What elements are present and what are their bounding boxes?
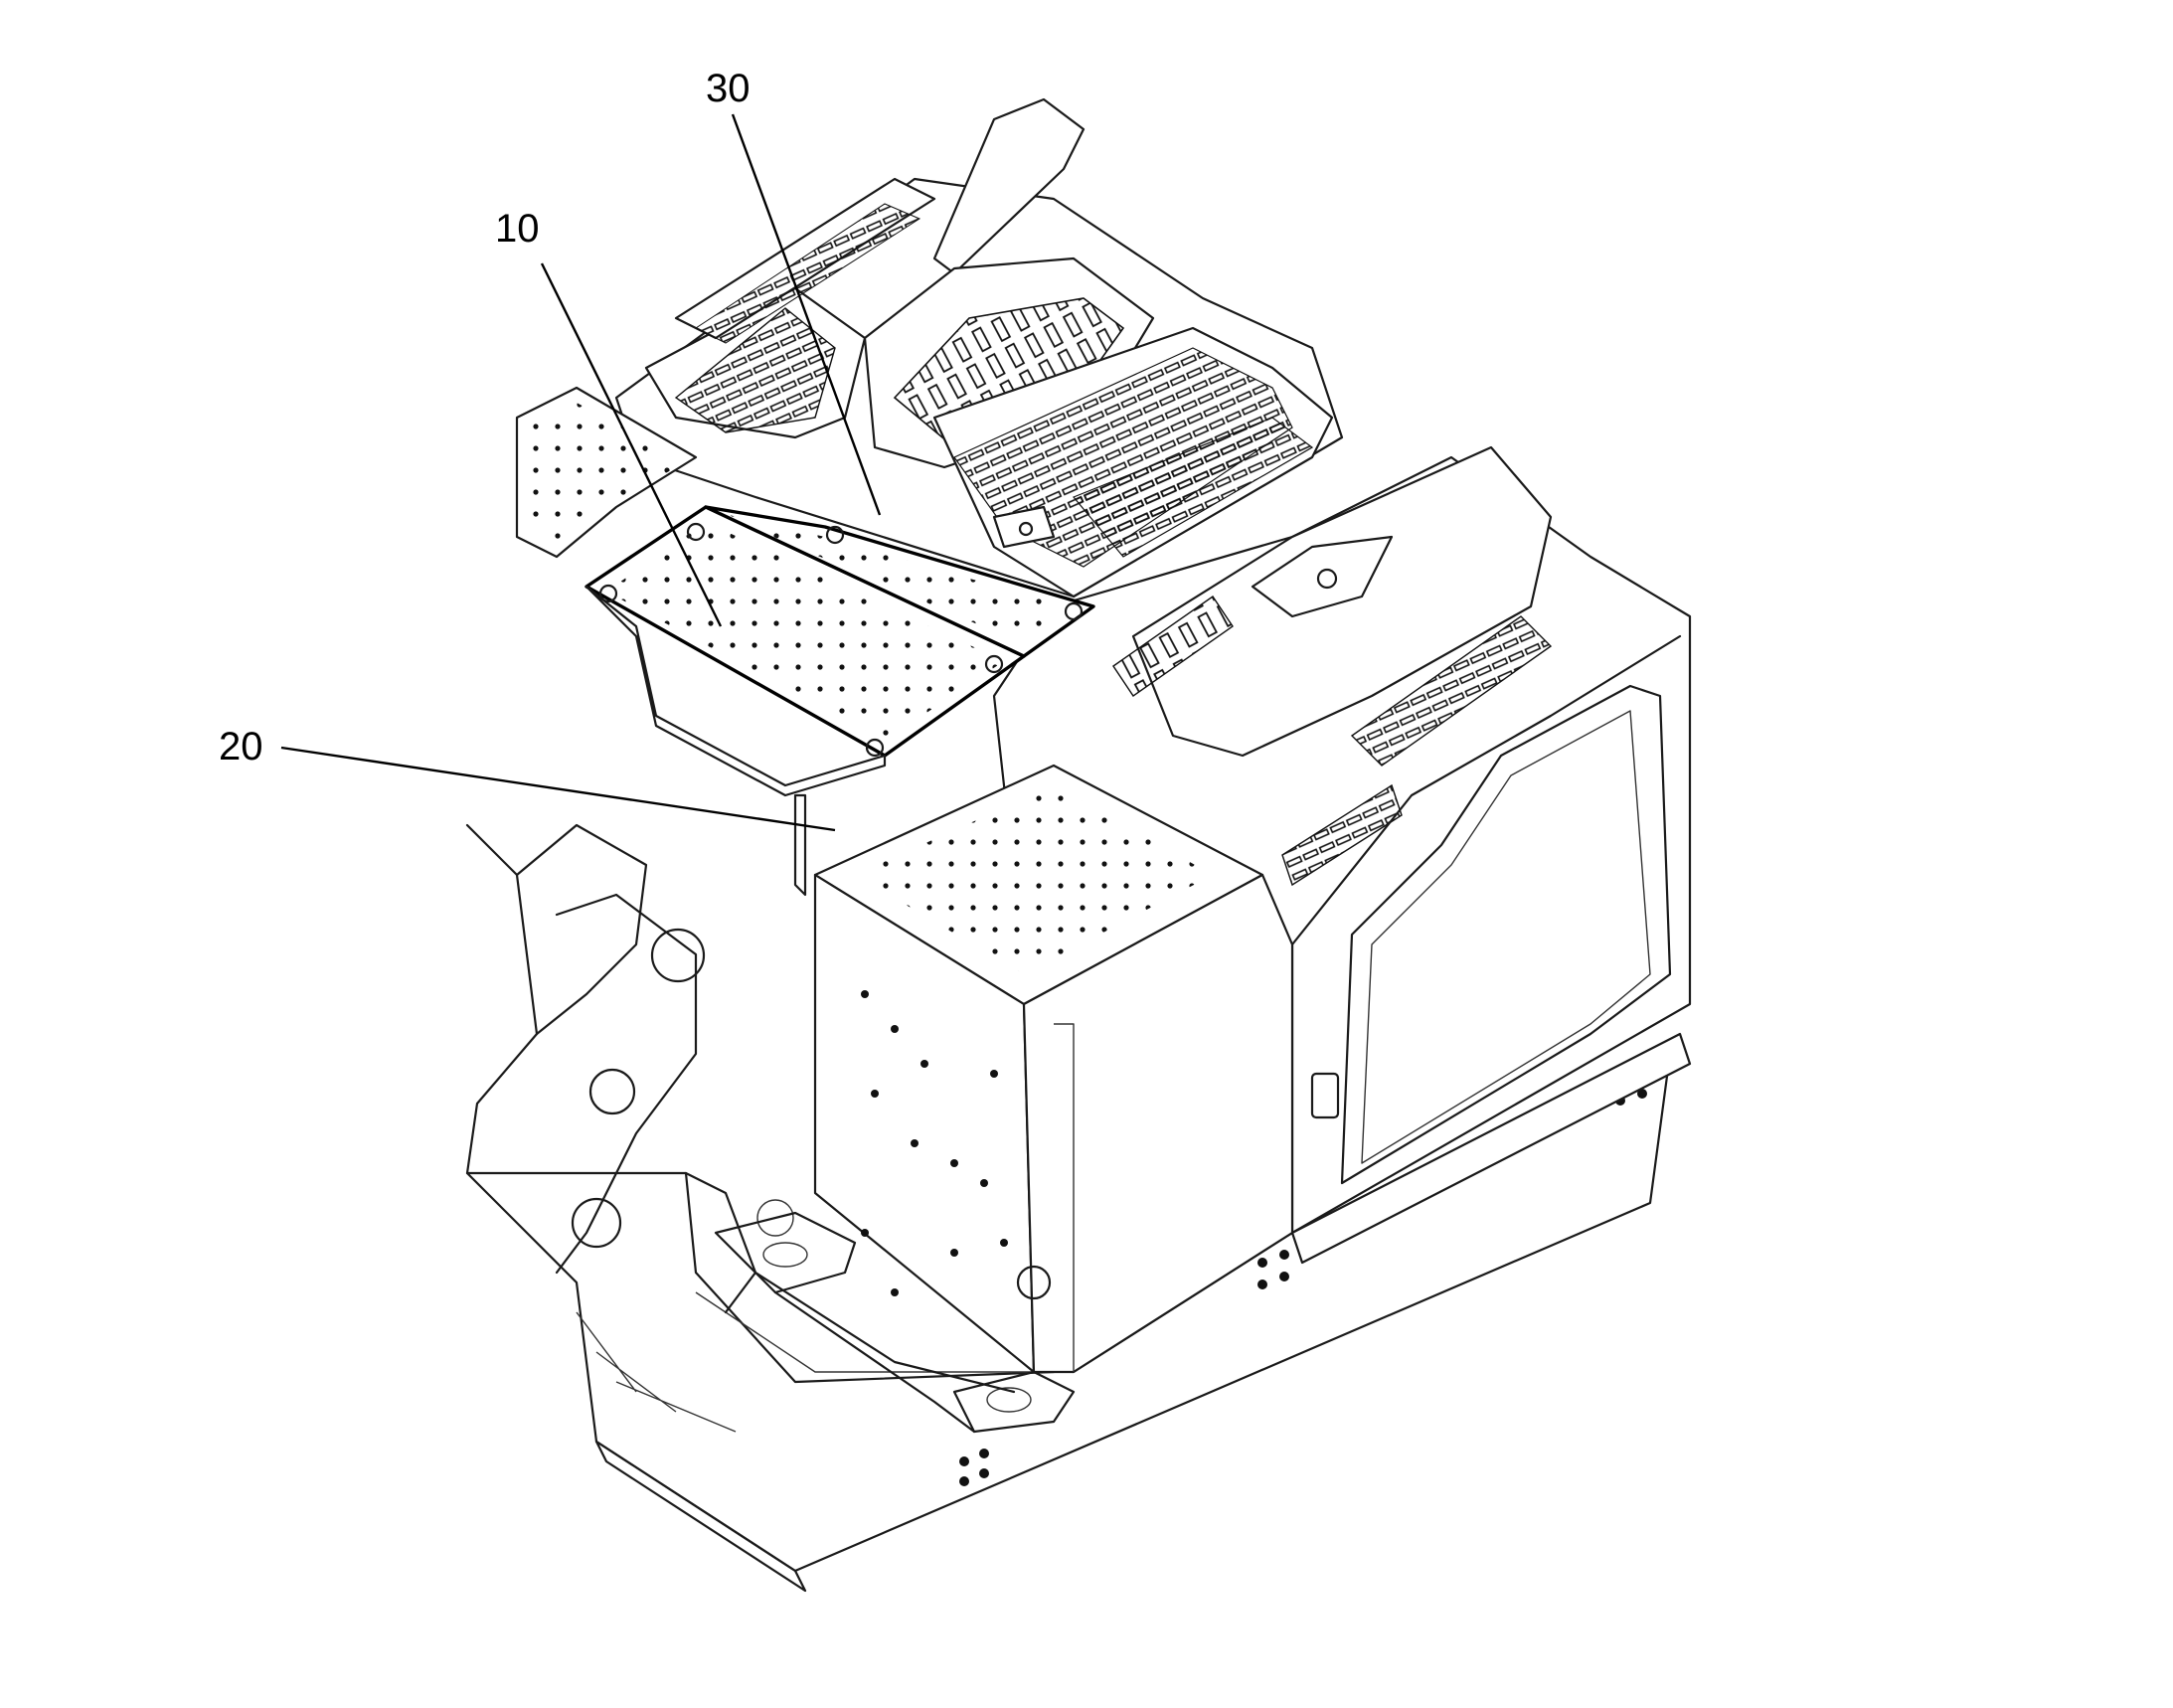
walkway-plates (515, 386, 1095, 897)
battery-box-front-holes (861, 990, 1008, 1296)
callout-10-label: 10 (495, 207, 540, 251)
callout-20: 20 (219, 725, 836, 832)
callout-10: 10 (495, 207, 723, 627)
callouts: 10 20 30 (219, 67, 882, 832)
callout-20-label: 20 (219, 725, 263, 769)
callout-30-leader (731, 113, 882, 516)
callout-10-leader (540, 262, 723, 627)
base-frame (465, 823, 1672, 1593)
rear-housing (614, 97, 1344, 598)
battery-box (813, 764, 1294, 1374)
callout-30: 30 (706, 67, 882, 516)
callout-20-leader (280, 746, 836, 832)
callout-30-label: 30 (706, 67, 751, 110)
